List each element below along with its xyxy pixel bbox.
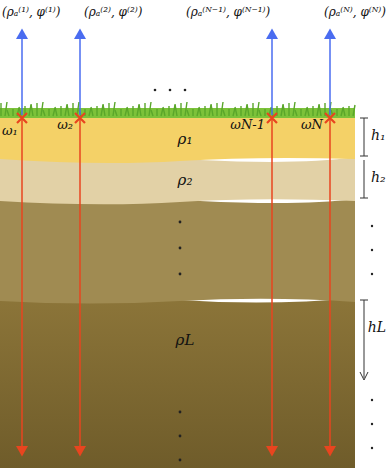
thickness-label: h₂ (371, 170, 386, 185)
apparent-resistivity: (ρₐ⁽ᴺ⁾, φ⁽ᴺ⁾) (324, 6, 386, 19)
thickness-label: hL (368, 320, 386, 335)
frequency-label: ω₂ (57, 118, 73, 132)
apparent-resistivity: (ρₐ⁽¹⁾, φ⁽¹⁾) (2, 6, 60, 19)
thickness-label: h₁ (371, 128, 386, 143)
resistivity-label: ρ₂ (178, 172, 193, 189)
frequency-label: ωN (301, 118, 323, 132)
frequency-label: ω₁ (2, 124, 18, 138)
resistivity-label: ρ₁ (178, 131, 193, 148)
soil-layer: ρL (110, 320, 260, 360)
apparent-resistivity: (ρₐ⁽ᴺ⁻¹⁾, φ⁽ᴺ⁻¹⁾) (186, 6, 270, 19)
soil-layer: ρ₂ (110, 164, 260, 196)
resistivity-label: ρL (176, 332, 195, 349)
frequency-label: ωN-1 (230, 118, 265, 132)
apparent-resistivity: (ρₐ⁽²⁾, φ⁽²⁾) (84, 6, 142, 19)
